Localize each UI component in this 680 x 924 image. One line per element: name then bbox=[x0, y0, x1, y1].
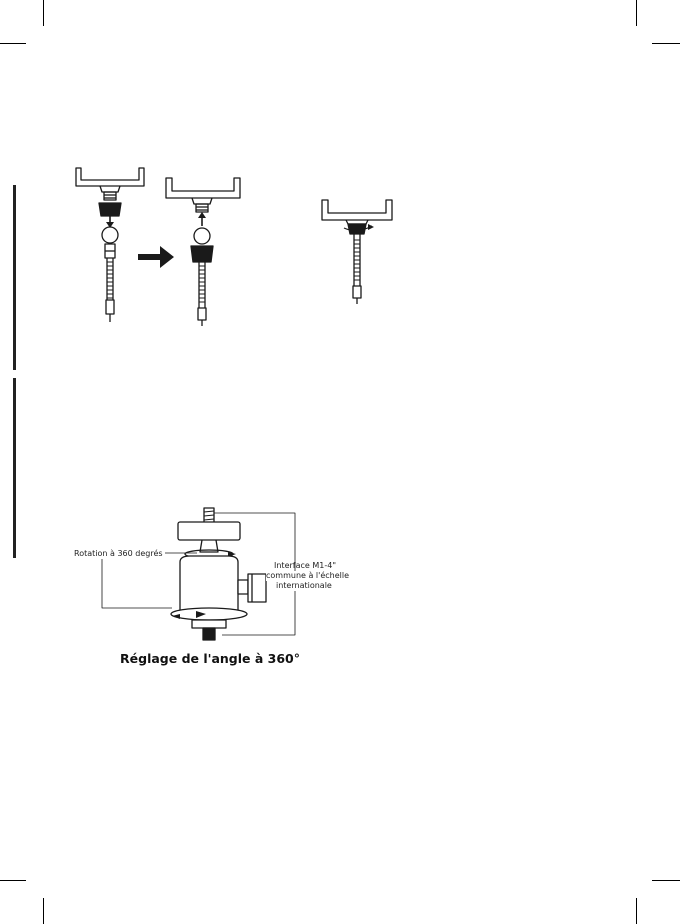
right-arrow-icon bbox=[138, 246, 174, 268]
crop-mark-bottom-left-h bbox=[0, 880, 26, 881]
crop-mark-top-right-v bbox=[636, 0, 637, 26]
crop-mark-bottom-right-h bbox=[652, 880, 680, 881]
edge-strip-lower bbox=[13, 378, 16, 558]
interface-label-line3: internationale bbox=[276, 581, 332, 591]
clamp-attach-illustration bbox=[0, 158, 400, 328]
rotation-label: Rotation à 360 degrés bbox=[74, 549, 165, 559]
figure-caption: Réglage de l'angle à 360° bbox=[0, 651, 420, 666]
interface-label-line2: commune à l'échelle bbox=[266, 571, 349, 581]
crop-mark-top-left-v bbox=[43, 0, 44, 26]
crop-mark-top-left-h bbox=[0, 43, 26, 44]
crop-mark-top-right-h bbox=[652, 43, 680, 44]
interface-label-line1: Interface M1-4" bbox=[274, 561, 336, 571]
crop-mark-bottom-right-v bbox=[636, 898, 637, 924]
crop-mark-bottom-left-v bbox=[43, 898, 44, 924]
